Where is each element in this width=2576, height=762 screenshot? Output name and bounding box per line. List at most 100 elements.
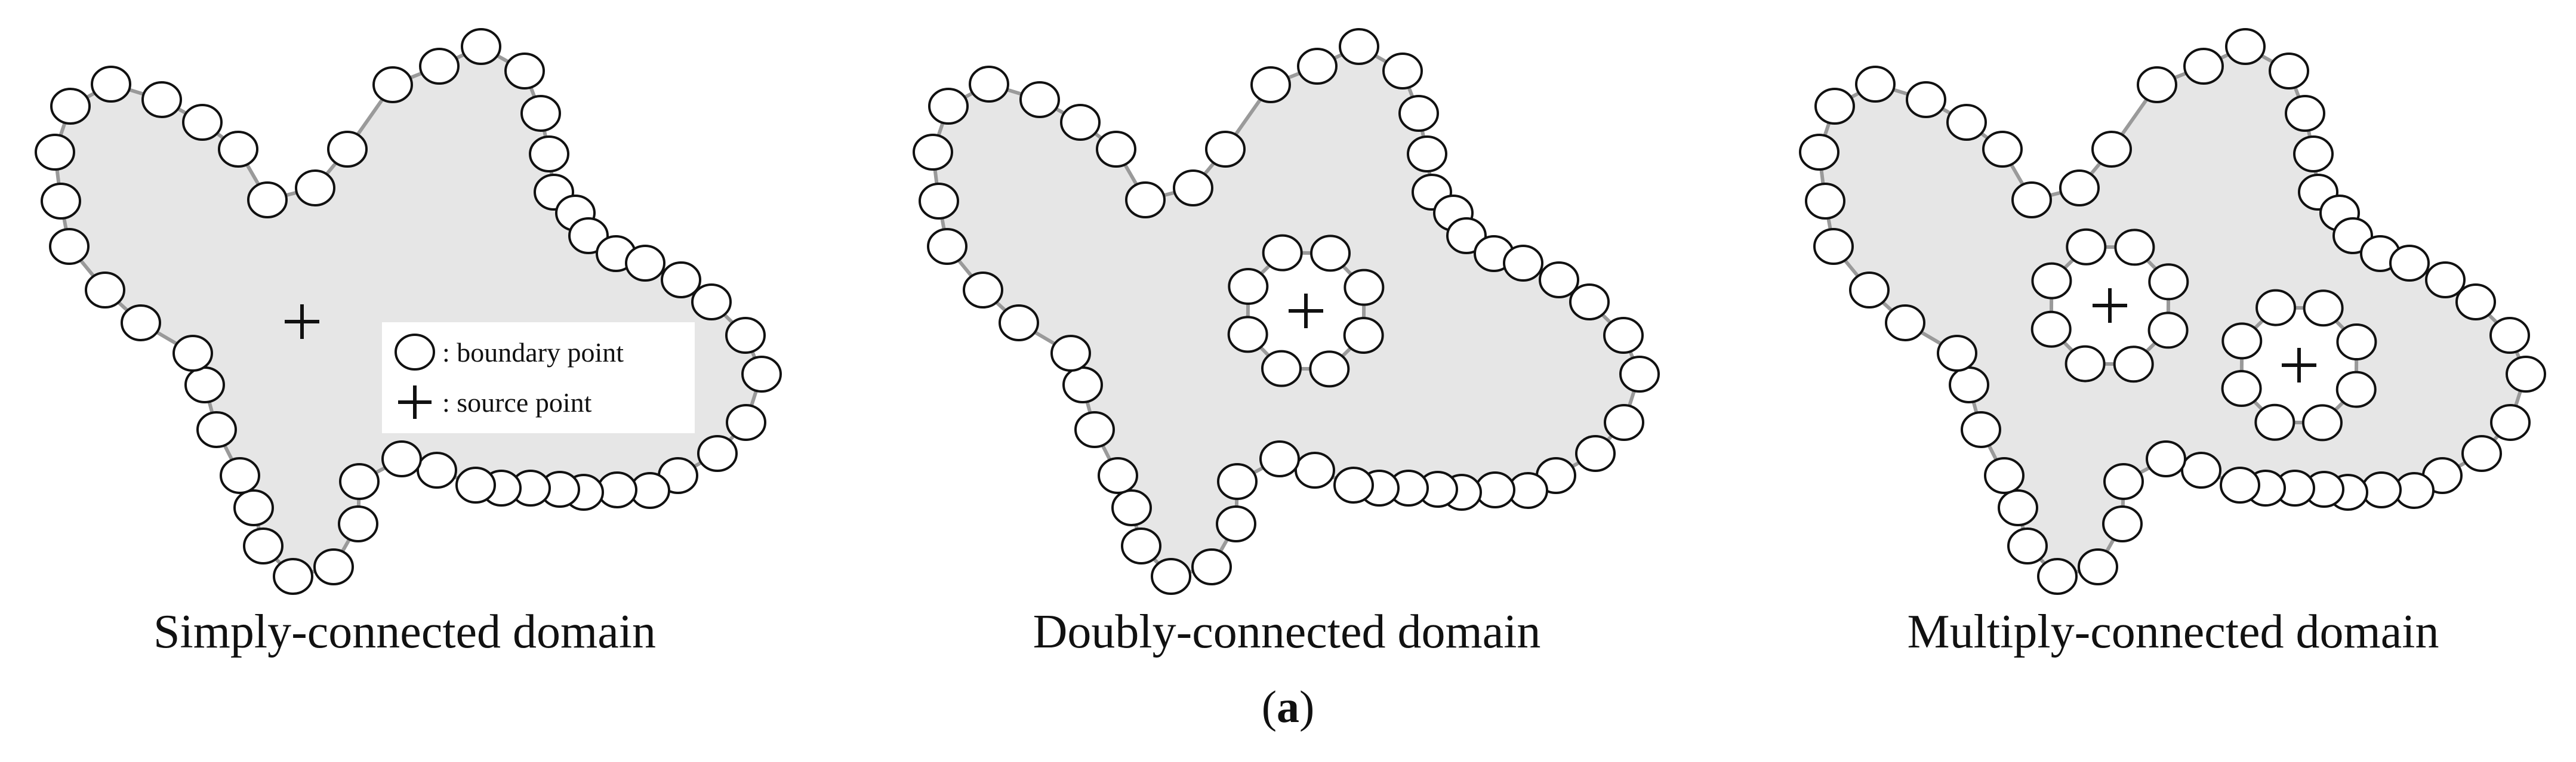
boundary-point <box>2225 28 2266 65</box>
boundary-point <box>1309 350 1350 388</box>
boundary-point <box>2489 317 2530 354</box>
boundary-point <box>1121 527 1161 564</box>
source-point-marker <box>2282 348 2316 382</box>
panel-caption: Multiply-connected domain <box>1908 606 2439 658</box>
boundary-point <box>2389 245 2430 282</box>
boundary-point <box>1333 467 1374 504</box>
source-point-marker <box>2093 288 2127 323</box>
boundary-point <box>625 245 665 282</box>
boundary-point <box>2031 262 2072 300</box>
boundary-point <box>233 489 274 526</box>
boundary-point <box>2007 527 2048 564</box>
boundary-point <box>725 317 766 354</box>
boundary-point <box>927 228 967 265</box>
boundary-point <box>504 53 545 90</box>
boundary-point <box>85 272 125 308</box>
boundary-point <box>2059 169 2100 206</box>
boundary-point <box>1539 261 1579 298</box>
boundary-point <box>372 66 413 103</box>
boundary-point <box>2220 467 2260 504</box>
boundary-point <box>2254 403 2295 441</box>
boundary-point <box>529 135 569 172</box>
boundary-point <box>2037 558 2078 595</box>
boundary-point <box>2221 369 2262 407</box>
boundary-point <box>1216 505 1256 542</box>
boundary-point <box>1946 104 1987 141</box>
boundary-point <box>1575 435 1616 472</box>
boundary-point <box>1982 131 2023 168</box>
boundary-point <box>1191 548 1232 585</box>
boundary-point <box>1074 411 1115 448</box>
boundary-point <box>327 131 368 168</box>
boundary-point <box>1343 317 1384 354</box>
multiply-connected-panel: Multiply-connected domain <box>1799 28 2546 658</box>
boundary-point <box>50 88 91 125</box>
simply-connected-panel: : boundary point : source point Simply-c… <box>35 28 782 658</box>
boundary-point <box>1339 28 1379 65</box>
boundary-point <box>661 261 701 298</box>
boundary-point <box>928 88 969 125</box>
boundary-point <box>35 134 75 171</box>
boundary-point <box>1446 217 1487 254</box>
boundary-point <box>2293 135 2334 172</box>
boundary-point <box>2490 404 2531 441</box>
legend: : boundary point : source point <box>382 322 695 433</box>
boundary-point <box>2030 310 2072 348</box>
boundary-points <box>35 28 782 595</box>
boundary-point <box>691 283 732 320</box>
boundary-point <box>2148 263 2189 301</box>
boundary-point <box>2332 217 2373 254</box>
boundary-point <box>1227 316 1268 353</box>
boundary-point <box>2102 505 2143 542</box>
boundary-point <box>2181 452 2221 489</box>
boundary-point <box>1205 131 1246 168</box>
boundary-point <box>999 304 1039 341</box>
boundary-point <box>1849 272 1890 308</box>
boundary-point <box>1813 228 1854 265</box>
boundary-point <box>520 95 561 132</box>
boundary-point <box>1569 283 1610 320</box>
boundary-point <box>2146 440 2186 477</box>
boundary-point <box>1019 81 1060 118</box>
boundary-point <box>1949 366 1989 403</box>
boundary-point <box>1062 366 1103 403</box>
boundary-point <box>919 183 959 220</box>
boundary-point <box>2065 345 2106 382</box>
boundary-point <box>1261 350 1302 387</box>
boundary-point <box>741 356 782 393</box>
boundary-point <box>697 435 738 472</box>
boundary-point <box>1799 134 1839 171</box>
boundary-point <box>1407 135 1447 172</box>
source-point-marker <box>1289 294 1323 328</box>
boundary-point <box>1295 452 1335 489</box>
boundary-point <box>2303 289 2344 327</box>
boundary-point <box>91 66 131 103</box>
boundary-point <box>381 440 422 477</box>
legend-boundary-label: : boundary point <box>442 337 624 368</box>
source-point-marker <box>285 304 319 339</box>
boundary-point <box>2255 289 2297 326</box>
legend-box <box>382 322 695 433</box>
legend-boundary-point-icon <box>395 334 435 371</box>
boundary-point <box>1262 234 1303 272</box>
boundary-point <box>913 134 953 171</box>
boundary-point <box>1111 489 1152 526</box>
subfigure-label: (a) <box>1262 682 1315 732</box>
boundary-point <box>2147 311 2189 349</box>
boundary-point <box>2425 261 2466 298</box>
boundary-point <box>313 548 354 585</box>
panel-caption: Doubly-connected domain <box>1033 606 1541 658</box>
boundary-point <box>1151 558 1191 595</box>
boundary-point <box>196 411 237 448</box>
boundary-point <box>1050 335 1091 372</box>
boundary-point <box>417 452 457 489</box>
boundary-point <box>568 217 609 254</box>
boundary-point <box>969 66 1009 103</box>
boundary-point <box>2114 229 2155 266</box>
boundary-point <box>2221 322 2263 360</box>
boundary-point <box>461 28 501 65</box>
boundary-point <box>247 181 288 218</box>
boundary-point <box>2461 435 2502 472</box>
